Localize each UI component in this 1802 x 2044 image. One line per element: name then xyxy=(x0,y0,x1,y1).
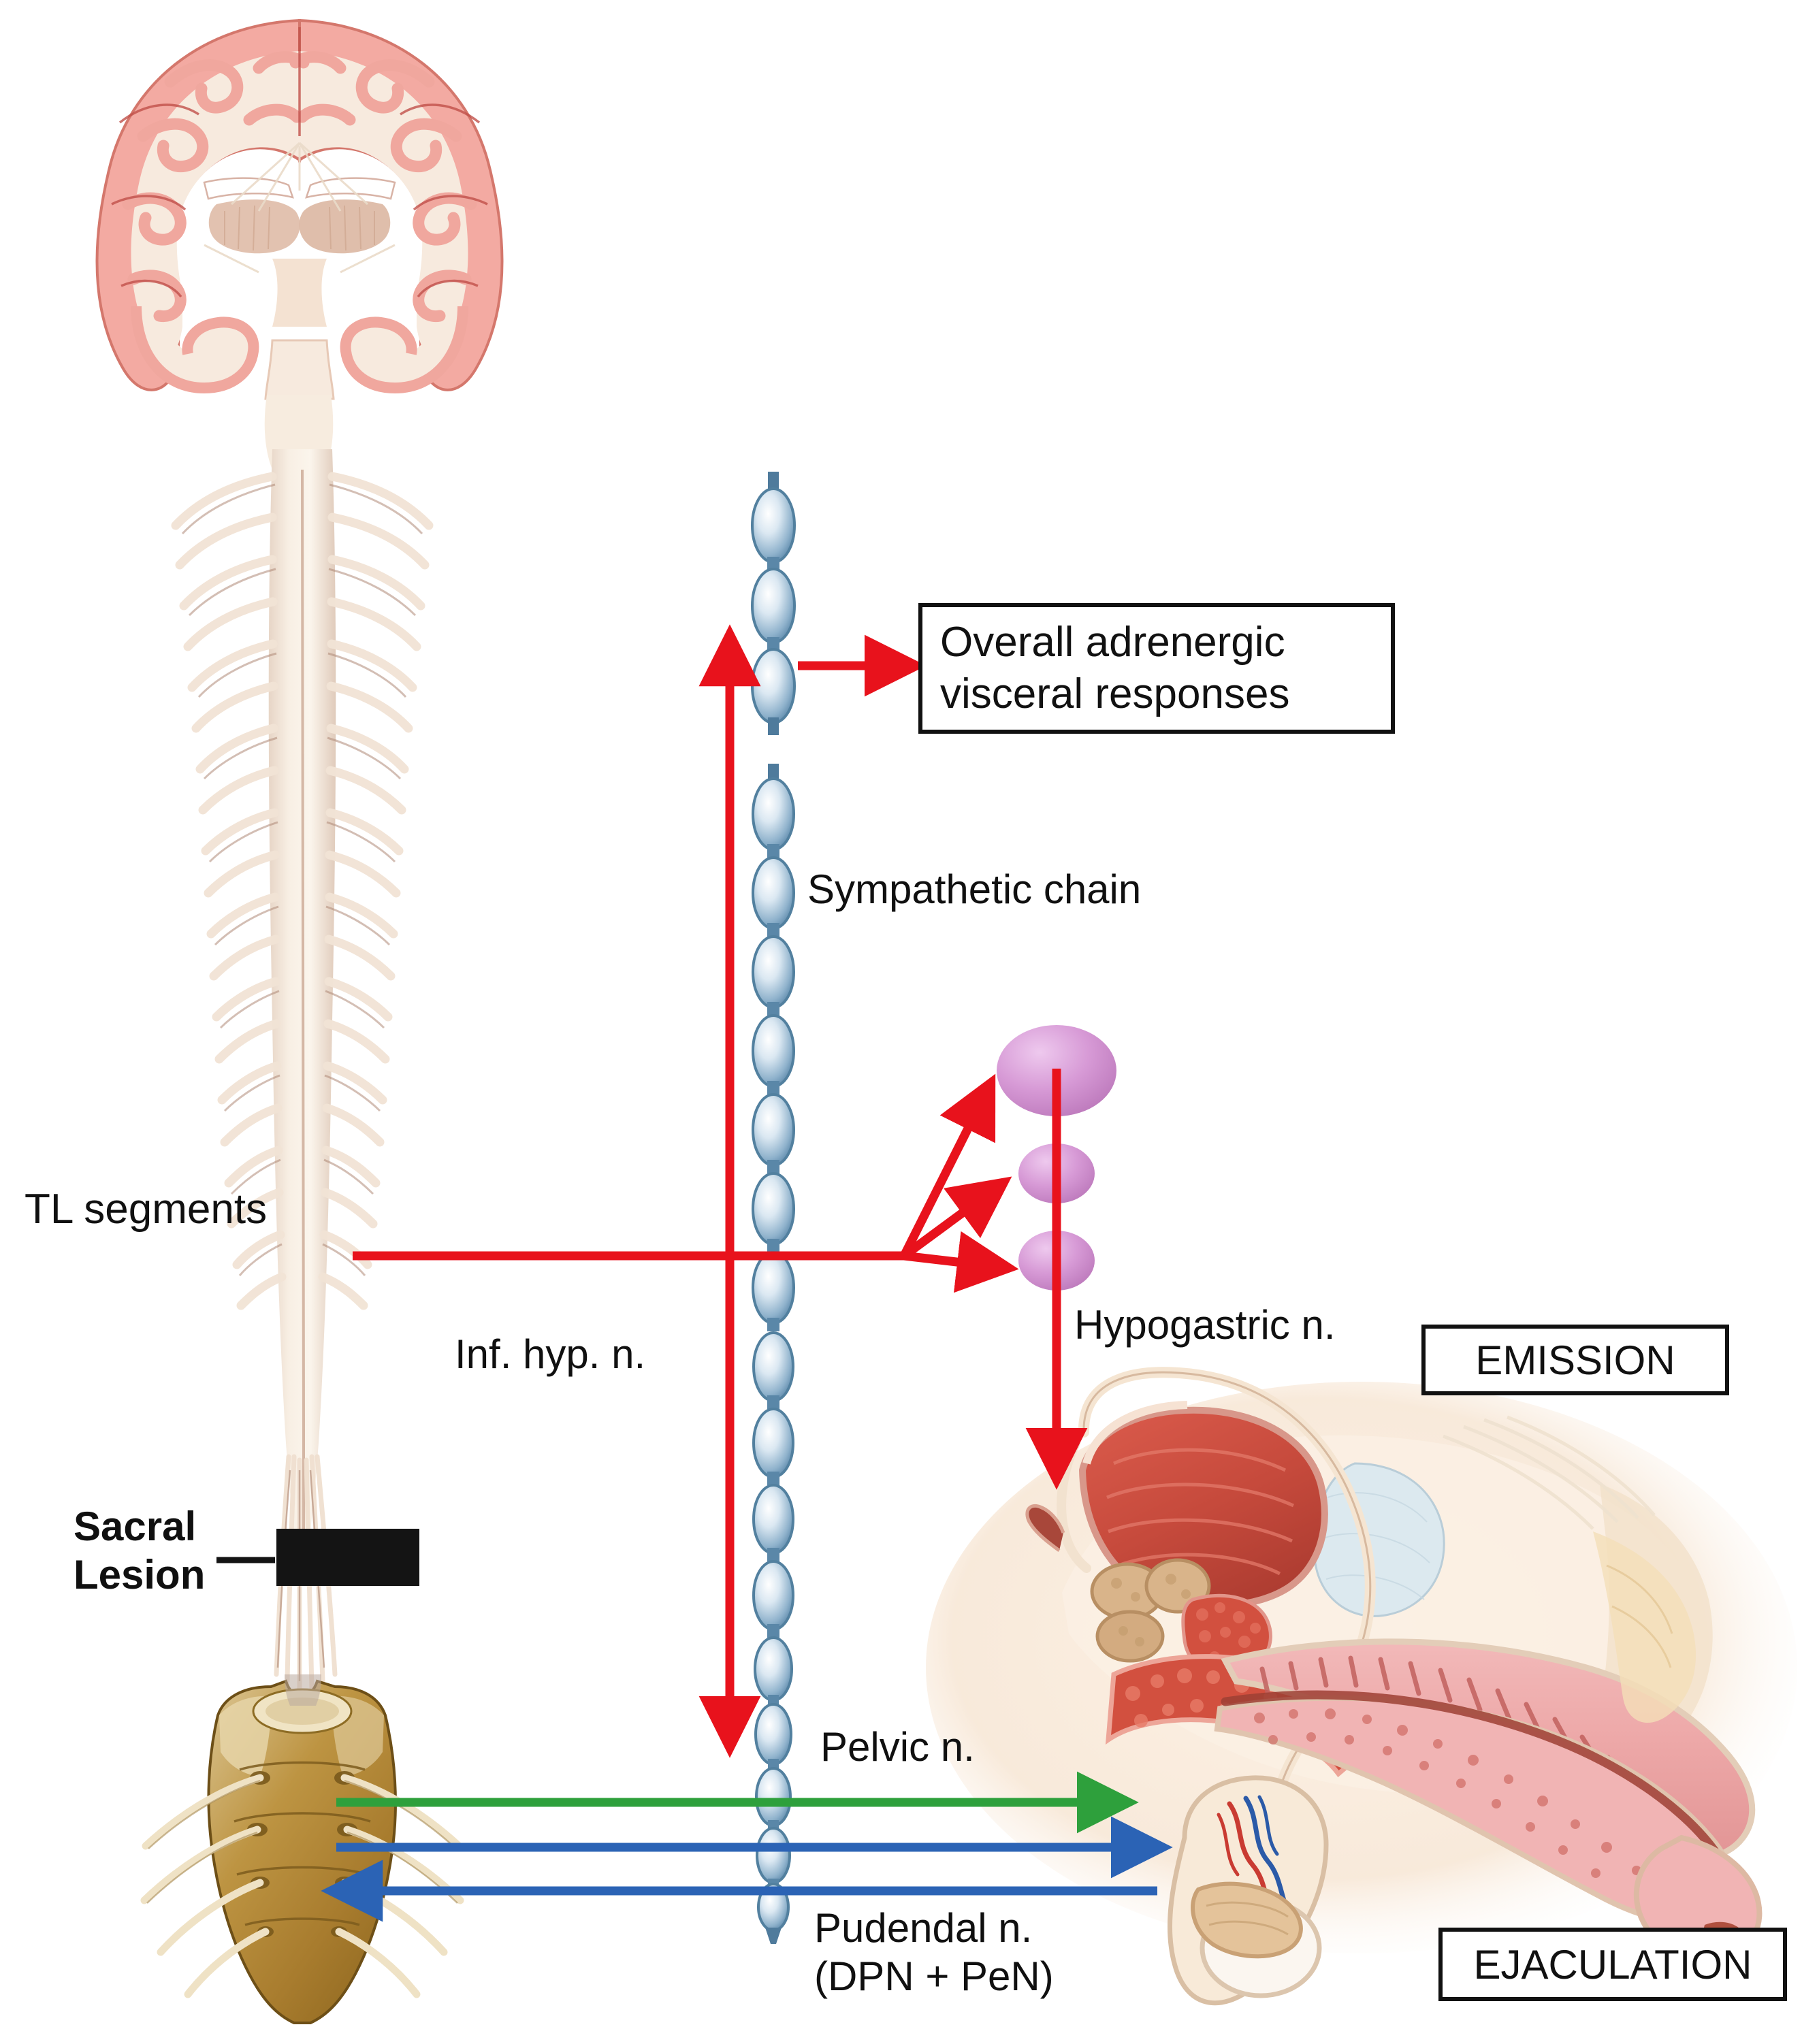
pudendal-line1: Pudendal n. xyxy=(814,1905,1033,1951)
label-pudendal-n: Pudendal n.(DPN + PeN) xyxy=(814,1904,1054,2001)
spinal-cord-illustration xyxy=(171,395,434,1691)
sacral-lesion-bar xyxy=(276,1529,419,1586)
box-adrenergic-responses: Overall adrenergic visceral responses xyxy=(918,603,1395,734)
label-tl-segments: TL segments xyxy=(25,1186,268,1233)
box-ejaculation: EJACULATION xyxy=(1438,1928,1787,2001)
ganglion-branch-upper xyxy=(900,1073,996,1258)
ganglion-branch-middle xyxy=(901,1176,1012,1260)
label-sympathetic-chain: Sympathetic chain xyxy=(807,866,1142,912)
adrenergic-line2: visceral responses xyxy=(940,670,1290,717)
pelvis-illustration xyxy=(926,1367,1797,2006)
sacral-lesion-line1: Sacral xyxy=(74,1504,197,1549)
label-pelvic-n: Pelvic n. xyxy=(820,1724,975,1770)
box-emission: EMISSION xyxy=(1421,1325,1729,1395)
prevertebral-ganglia xyxy=(997,1025,1116,1291)
sacrum-illustration xyxy=(140,1674,464,2024)
sympathetic-chain-upper xyxy=(751,472,796,735)
sacral-lesion-line2: Lesion xyxy=(74,1551,206,1597)
brain-illustration xyxy=(95,18,504,400)
label-hypogastric-n: Hypogastric n. xyxy=(1074,1302,1336,1348)
adrenergic-line1: Overall adrenergic xyxy=(940,619,1285,666)
pudendal-line2: (DPN + PeN) xyxy=(814,1953,1054,1999)
ganglion-branch-lower xyxy=(903,1231,1019,1293)
pathway-arrows xyxy=(216,624,1173,1922)
label-inf-hyp-n: Inf. hyp. n. xyxy=(455,1331,646,1377)
sympathetic-chain-lower xyxy=(752,764,795,1944)
